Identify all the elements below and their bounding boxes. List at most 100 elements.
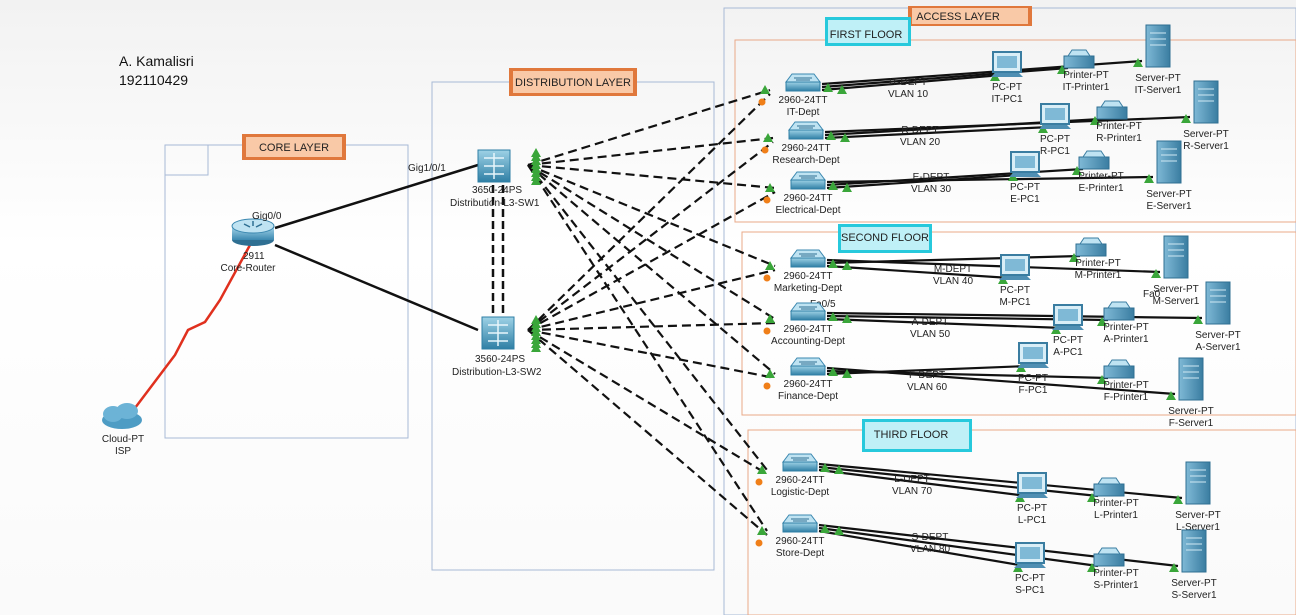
distribution-links[interactable] bbox=[527, 88, 776, 536]
pc[interactable]: PC-PTM-PC1 bbox=[999, 254, 1031, 308]
core-router[interactable]: Gig0/0 2911 Core-Router bbox=[220, 211, 281, 274]
server[interactable]: Server-PTR-Server1 bbox=[1183, 80, 1229, 152]
pc[interactable]: PC-PTS-PC1 bbox=[1014, 542, 1046, 596]
distribution-layer-label[interactable]: DISTRIBUTION LAYER bbox=[509, 68, 637, 96]
server[interactable]: Server-PTA-Server1 bbox=[1195, 281, 1241, 353]
printer[interactable]: Printer-PTM-Printer1 bbox=[1075, 237, 1122, 281]
distribution-switch-1[interactable]: Gig1/0/1 3650-24PS Distribution-L3-SW1 bbox=[408, 149, 540, 209]
server[interactable]: Server-PTL-Server1 bbox=[1175, 461, 1221, 533]
access-link-pc[interactable] bbox=[826, 317, 1064, 330]
access-link-server[interactable] bbox=[826, 175, 1154, 184]
access-links[interactable] bbox=[818, 59, 1203, 568]
access-link-pc[interactable] bbox=[826, 264, 1011, 280]
port-label-partial: Fa0 bbox=[1143, 289, 1161, 300]
first-floor-label[interactable]: FIRST FLOOR bbox=[825, 17, 911, 46]
link-router-dsw1[interactable] bbox=[274, 163, 479, 230]
server-name-label: R-Server1 bbox=[1183, 141, 1229, 152]
access-link-server[interactable] bbox=[826, 366, 1176, 396]
pc[interactable]: PC-PTA-PC1 bbox=[1052, 304, 1084, 358]
dashed-link-dsw2[interactable] bbox=[527, 268, 776, 332]
switch-model-label: 2960-24TT bbox=[782, 143, 831, 154]
printer[interactable]: Printer-PTA-Printer1 bbox=[1103, 301, 1149, 345]
dsw2-name-label: Distribution-L3-SW2 bbox=[452, 367, 542, 378]
server[interactable]: Server-PTM-Server1 bbox=[1153, 235, 1200, 307]
dashed-link-dsw2[interactable] bbox=[527, 329, 768, 475]
dashed-link-dsw1[interactable] bbox=[527, 163, 776, 268]
access-link-server[interactable] bbox=[824, 115, 1191, 134]
dashed-link-dsw1[interactable] bbox=[527, 88, 771, 167]
pc[interactable]: PC-PTF-PC1 bbox=[1017, 342, 1049, 396]
access-link-pc[interactable] bbox=[818, 468, 1028, 498]
dashed-link-dsw2[interactable] bbox=[527, 191, 776, 331]
printer-model-label: Printer-PT bbox=[1103, 322, 1149, 333]
dashed-link-dsw1[interactable] bbox=[527, 164, 768, 532]
dept-label: M-DEPT bbox=[934, 264, 972, 275]
server[interactable]: Server-PTE-Server1 bbox=[1146, 140, 1192, 212]
pc[interactable]: PC-PTE-PC1 bbox=[1009, 151, 1041, 205]
switch-name-label: Logistic-Dept bbox=[771, 487, 830, 498]
dashed-link-dsw1[interactable] bbox=[527, 164, 768, 471]
access-link-server[interactable] bbox=[826, 258, 1161, 274]
server[interactable]: Server-PTF-Server1 bbox=[1168, 357, 1214, 429]
access-link-printer[interactable] bbox=[818, 465, 1099, 498]
dashed-link-dsw2[interactable] bbox=[527, 93, 771, 331]
link-up-indicator bbox=[1181, 114, 1191, 123]
access-link-printer[interactable] bbox=[821, 66, 1069, 89]
pc[interactable]: PC-PTL-PC1 bbox=[1016, 472, 1048, 526]
access-link-pc[interactable] bbox=[824, 125, 1051, 140]
link-up-indicator bbox=[828, 312, 838, 321]
dashed-link-dsw1[interactable] bbox=[527, 164, 776, 375]
printer[interactable]: Printer-PTF-Printer1 bbox=[1103, 359, 1149, 403]
link-router-dsw2[interactable] bbox=[274, 243, 479, 332]
pc-model-label: PC-PT bbox=[1017, 503, 1047, 514]
link-up-indicator bbox=[1144, 174, 1154, 183]
cloud-isp[interactable]: Cloud-PT ISP bbox=[102, 403, 144, 457]
link-up-indicator bbox=[765, 314, 775, 323]
dashed-link-dsw2[interactable] bbox=[527, 141, 774, 331]
access-link-pc[interactable] bbox=[821, 73, 1003, 92]
link-up-indicator bbox=[1090, 116, 1100, 125]
printer[interactable]: Printer-PTE-Printer1 bbox=[1078, 150, 1124, 194]
link-up-indicator bbox=[1151, 269, 1161, 278]
third-floor-label[interactable]: THIRD FLOOR bbox=[862, 419, 972, 452]
access-link-printer[interactable] bbox=[818, 526, 1099, 568]
access-link-pc[interactable] bbox=[818, 529, 1026, 568]
printer[interactable]: Printer-PTS-Printer1 bbox=[1093, 547, 1139, 591]
access-layer-label[interactable]: ACCESS LAYER bbox=[908, 6, 1032, 26]
dashed-link-dsw1[interactable] bbox=[527, 136, 774, 167]
printer[interactable]: Printer-PTR-Printer1 bbox=[1096, 100, 1142, 144]
access-link-server[interactable] bbox=[826, 311, 1203, 320]
server[interactable]: Server-PTS-Server1 bbox=[1171, 529, 1217, 601]
dashed-link-dsw1[interactable] bbox=[527, 164, 776, 320]
serial-link-isp-router[interactable] bbox=[134, 244, 252, 409]
second-floor-label[interactable]: SECOND FLOOR bbox=[838, 224, 932, 253]
core-layer-label[interactable]: CORE LAYER bbox=[242, 134, 346, 160]
distribution-switch-2[interactable]: 3560-24PS Distribution-L3-SW2 bbox=[452, 316, 542, 378]
printer[interactable]: Printer-PTL-Printer1 bbox=[1093, 477, 1139, 521]
dashed-link-dsw1[interactable] bbox=[527, 163, 776, 190]
pc[interactable]: PC-PTR-PC1 bbox=[1039, 103, 1071, 157]
access-link-printer[interactable] bbox=[826, 167, 1084, 187]
dashed-link-dsw2[interactable] bbox=[527, 329, 768, 536]
